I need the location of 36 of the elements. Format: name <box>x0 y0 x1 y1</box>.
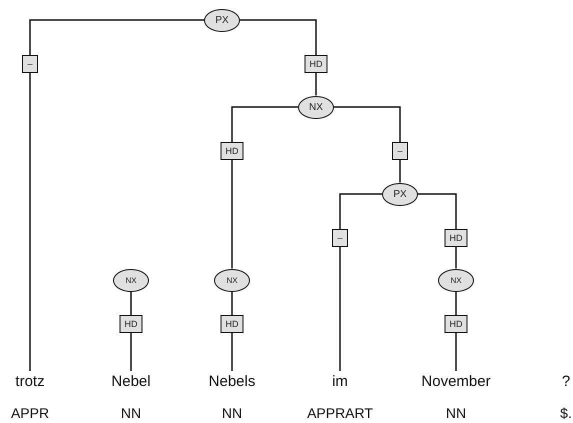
pos-tag: APPR <box>10 404 50 422</box>
pos-tag: APPRART <box>307 404 373 422</box>
edge-label: – <box>332 229 348 247</box>
category-ellipse: PX <box>204 8 240 32</box>
tree-branch <box>231 292 233 371</box>
tree-branch <box>240 19 317 96</box>
edge-label: HD <box>220 315 244 333</box>
category-ellipse: NX <box>113 268 149 292</box>
edge-label: HD <box>444 229 468 247</box>
pos-tag: NN <box>446 404 466 422</box>
edge-label: HD <box>304 55 328 73</box>
word-text: ? <box>562 373 570 391</box>
edge-label: – <box>392 142 408 160</box>
edge-label: HD <box>444 315 468 333</box>
tree-branch <box>231 106 298 268</box>
word-text: November <box>421 373 491 391</box>
word-text: im <box>332 373 348 391</box>
tree-branch <box>455 292 457 371</box>
tree-branch <box>29 19 204 371</box>
pos-tag: $. <box>560 404 572 422</box>
pos-tag: NN <box>222 404 242 422</box>
edge-label: HD <box>120 315 142 333</box>
edge-label: HD <box>220 142 244 160</box>
tree-branch <box>418 193 457 268</box>
tree-branch <box>339 193 382 371</box>
tree-branch <box>130 292 132 371</box>
tree-branch <box>334 106 401 182</box>
category-ellipse: NX <box>214 268 250 292</box>
word-text: Nebel <box>111 373 151 391</box>
category-ellipse: PX <box>382 182 418 206</box>
category-ellipse: NX <box>298 96 334 118</box>
category-ellipse: NX <box>438 268 474 292</box>
pos-tag: NN <box>120 404 142 422</box>
word-text: Nebels <box>208 373 256 391</box>
edge-label: – <box>22 55 38 73</box>
word-text: trotz <box>15 373 45 391</box>
